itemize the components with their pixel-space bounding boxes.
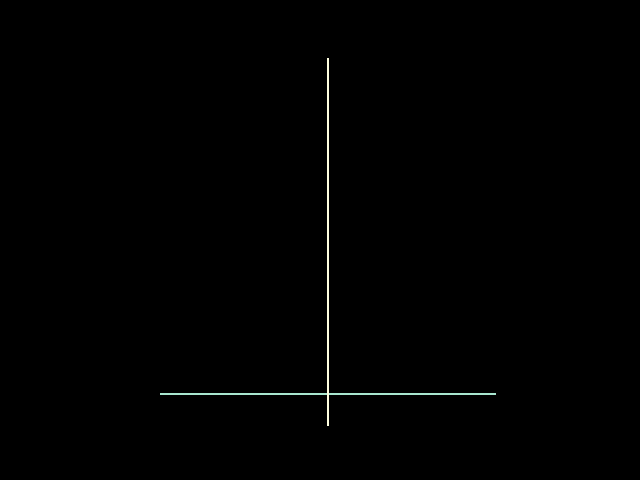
drawing-canvas	[0, 0, 640, 480]
canvas-drawing	[0, 0, 640, 480]
canvas-background	[0, 0, 640, 480]
